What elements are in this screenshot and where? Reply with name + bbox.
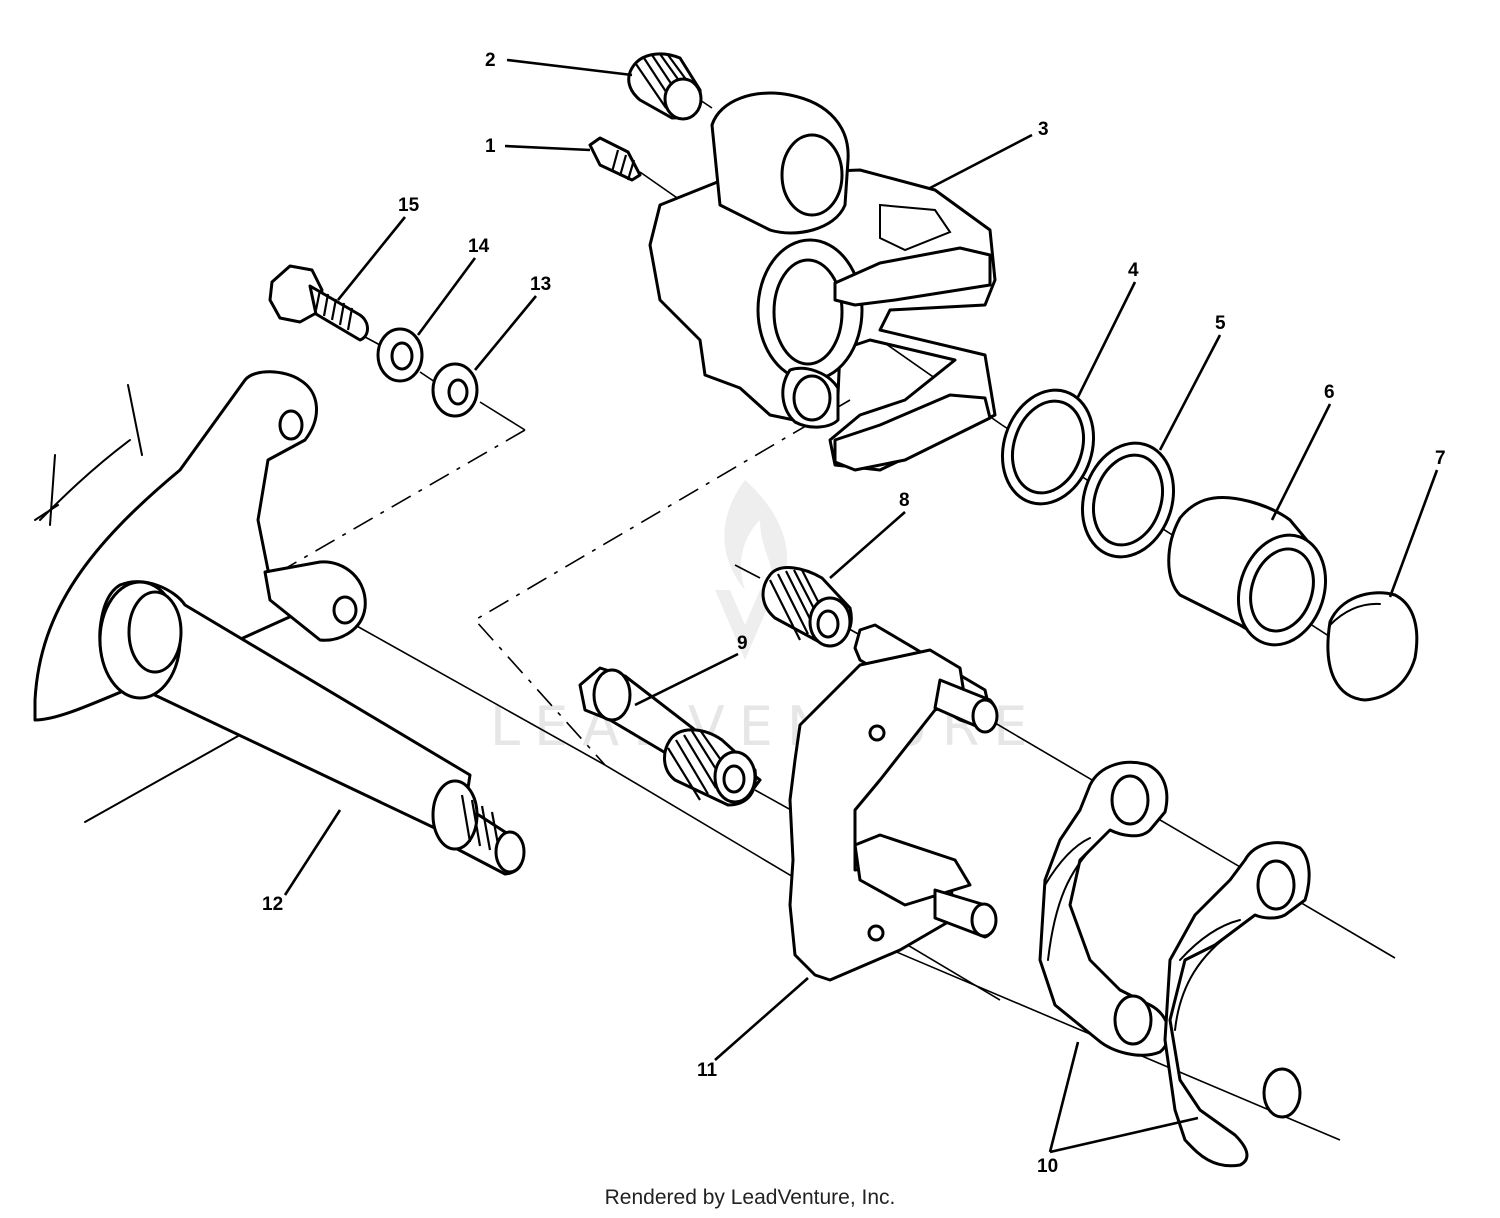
callout-15: 15 — [398, 195, 420, 216]
callout-11: 11 — [697, 1060, 718, 1081]
part-10-brake-pad-outer — [1163, 841, 1311, 1168]
callout-labels: 2 1 3 15 14 13 4 5 6 7 8 9 12 11 10 — [262, 50, 1446, 1177]
part-6-piston — [1167, 496, 1328, 647]
part-3-caliper-housing — [648, 91, 997, 472]
callout-12: 12 — [262, 894, 283, 915]
callout-2: 2 — [485, 50, 496, 71]
part-4-seal — [1000, 388, 1096, 506]
callout-3: 3 — [1038, 119, 1049, 140]
part-12-pivot-pin — [33, 370, 526, 876]
callout-1: 1 — [485, 136, 496, 157]
callout-13: 13 — [530, 274, 551, 295]
callout-8: 8 — [899, 490, 910, 511]
part-15-bolt — [268, 264, 369, 342]
callout-5: 5 — [1215, 313, 1226, 334]
callout-7: 7 — [1435, 448, 1446, 469]
part-1-bleeder-screw — [588, 136, 642, 182]
footer-credit: Rendered by LeadVenture, Inc. — [604, 1186, 896, 1209]
part-8-boot — [761, 566, 853, 648]
callout-9: 9 — [737, 633, 748, 654]
part-5-seal — [1080, 441, 1176, 559]
part-7-dust-cap — [1326, 591, 1419, 702]
part-13-flat-washer — [431, 362, 479, 418]
part-9-slide-pin — [578, 666, 762, 807]
callout-4: 4 — [1128, 260, 1139, 281]
part-14-lock-washer — [376, 327, 424, 383]
leader-lines — [283, 58, 1439, 1154]
callout-14: 14 — [468, 236, 490, 257]
part-2-bleeder-cap — [627, 52, 703, 121]
part-10-brake-pad-inner — [1038, 760, 1171, 1057]
part-11-caliper-bracket — [788, 623, 999, 982]
callout-6: 6 — [1324, 382, 1335, 403]
callout-10: 10 — [1037, 1156, 1058, 1177]
